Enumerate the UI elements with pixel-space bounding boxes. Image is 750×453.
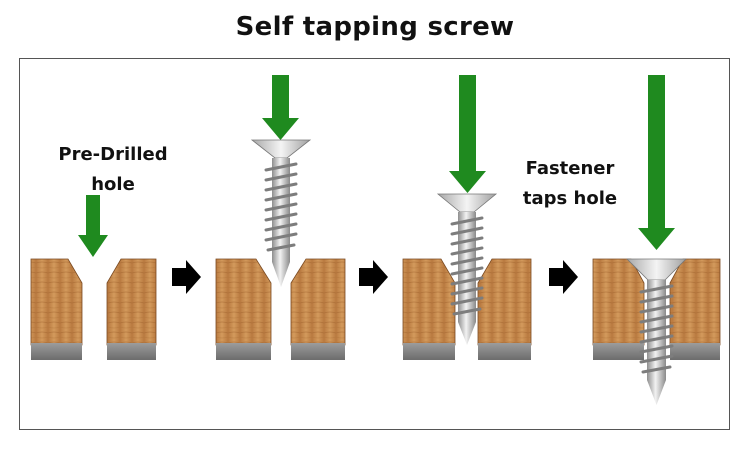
wood-block-right [290,258,346,360]
screw-icon [436,193,498,345]
stage-2 [215,75,346,360]
green-push-arrow-icon [78,195,108,257]
screw-icon [250,139,312,287]
black-step-arrow-icon [549,260,578,294]
diagram-title: Self tapping screw [235,12,515,42]
stage-1 [30,195,157,360]
green-push-arrow-icon [449,75,486,193]
stage-4 [592,75,721,405]
black-step-arrow-icon [172,260,201,294]
wood-block-left [215,258,272,360]
pre-drilled-hole-label: Pre-Drilled hole [58,144,168,195]
stage-3 [402,75,532,360]
screw-icon [626,258,687,405]
wood-block-left [592,258,645,360]
wood-block-left [402,258,456,360]
diagram-frame [19,58,730,430]
black-step-arrow-icon [359,260,388,294]
wood-block-right [106,258,157,360]
green-push-arrow-icon [638,75,675,250]
wood-block-right [477,258,532,360]
fastener-taps-hole-label: Fastener taps hole [522,158,618,209]
wood-block-right [669,258,721,360]
green-push-arrow-icon [262,75,299,140]
wood-block-left [30,258,83,360]
